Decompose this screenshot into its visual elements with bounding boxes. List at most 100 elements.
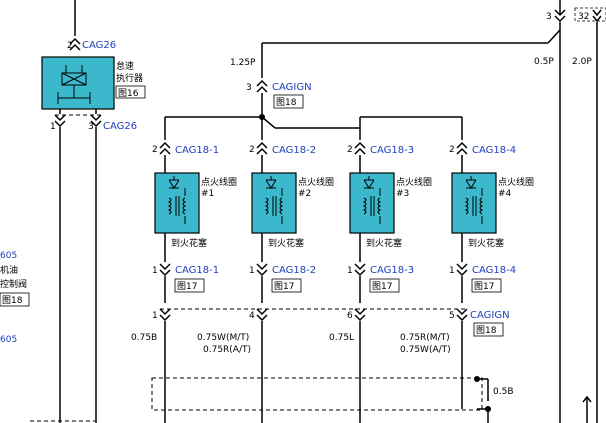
connector-chevron-icon [159, 308, 171, 322]
coil-box [154, 172, 200, 234]
idle-actuator: 2 CAG26 怠速 执行器 图16 1 3 CAG26 [41, 0, 146, 423]
connector-chevron-icon [354, 308, 366, 322]
coil-connector-bottom: CAG18-3 [370, 265, 414, 276]
coil-ref: 图17 [474, 281, 494, 292]
coil-ref: 图17 [372, 281, 392, 292]
coil-connector-top: CAG18-4 [472, 145, 516, 156]
connector-chevron-icon [592, 9, 602, 23]
coil-box [251, 172, 297, 234]
actuator-connector-top: CAG26 [82, 40, 116, 51]
actuator-pin-1: 1 [50, 122, 56, 132]
top-right-pin-3: 3 [546, 12, 552, 22]
coil-pin-top: 2 [347, 145, 353, 155]
coil-label: 点火线圈 [201, 176, 237, 188]
coil-pin-top: 2 [449, 145, 455, 155]
coil-box [451, 172, 497, 234]
dashed-enclosure [151, 377, 483, 411]
lower-connector-name: CAGIGN [470, 310, 510, 321]
spark-plug-label: 到火花塞 [171, 237, 207, 249]
connector-chevron-icon [69, 37, 81, 51]
actuator-ref: 图16 [118, 88, 139, 99]
connector-chevron-icon [456, 263, 468, 277]
connector-chevron-icon [354, 263, 366, 277]
lower-connector-pin: 4 [249, 311, 255, 321]
actuator-label-1: 怠速 [116, 60, 134, 72]
left-partial-section: 605 机油 控制阀 图18 605 [0, 251, 95, 422]
coil-pin-top: 2 [152, 145, 158, 155]
left-label-1: 机油 [0, 264, 18, 276]
wire-label-3: 0.75L [329, 333, 354, 343]
valve-icon [57, 65, 91, 104]
connector-chevron-icon [54, 114, 66, 128]
coil-label: 点火线圈 [498, 176, 534, 188]
coil-winding-icon [264, 176, 284, 224]
coil-number: #2 [298, 189, 311, 199]
coil-pin-bottom: 1 [449, 266, 455, 276]
lower-connector-pin: 1 [152, 311, 158, 321]
left-code-a: 605 [0, 251, 17, 261]
coil-number: #1 [201, 189, 214, 199]
coil-connector-top: CAG18-3 [370, 145, 414, 156]
supply-ref: 图18 [276, 97, 297, 108]
coil-box [349, 172, 395, 234]
wire-label-2b: 0.75R(A/T) [203, 345, 251, 355]
coil-winding-icon [464, 176, 484, 224]
left-ref: 图18 [2, 295, 23, 306]
connector-chevron-icon [554, 9, 566, 23]
supply-pin: 3 [246, 83, 252, 93]
connector-chevron-icon [159, 141, 171, 155]
wire-label-4b: 0.75W(A/T) [400, 345, 451, 355]
wire-label-2a: 0.75W(M/T) [197, 333, 249, 343]
coil-pin-top: 2 [249, 145, 255, 155]
coil-connector-bottom: CAG18-2 [272, 265, 316, 276]
actuator-label-2: 执行器 [116, 72, 143, 84]
lower-connector-pin: 5 [449, 311, 455, 321]
coil-ref: 图17 [274, 281, 294, 292]
connector-chevron-icon [256, 263, 268, 277]
coil-label: 点火线圈 [396, 176, 432, 188]
supply-wire-label: 1.25P [230, 58, 256, 68]
coil-connector-top: CAG18-1 [175, 145, 219, 156]
coil-connector-top: CAG18-2 [272, 145, 316, 156]
connector-chevron-icon [256, 79, 268, 93]
actuator-pin-3: 3 [88, 122, 94, 132]
coil-number: #4 [498, 189, 512, 199]
connector-chevron-icon [256, 308, 268, 322]
wire-label-2-0p: 2.0P [572, 57, 592, 67]
top-right-section: 3 32 0.5P 2.0P [262, 0, 606, 423]
coil-ref: 图17 [177, 281, 197, 292]
wire-label-1: 0.75B [131, 333, 157, 343]
left-label-2: 控制阀 [0, 278, 27, 290]
left-code-b: 605 [0, 335, 17, 345]
wire-label-4a: 0.75R(M/T) [400, 333, 450, 343]
connector-chevron-icon [256, 141, 268, 155]
coil-winding-icon [362, 176, 382, 224]
connector-chevron-icon [354, 141, 366, 155]
wire-label-0-5p: 0.5P [534, 57, 554, 67]
coil-label: 点火线圈 [298, 176, 334, 188]
spark-plug-label: 到火花塞 [468, 237, 504, 249]
connector-chevron-icon [456, 308, 468, 322]
spark-plug-label: 到火花塞 [366, 237, 402, 249]
bottom-dashed-block: 0.5B [151, 376, 514, 423]
connector-chevron-icon [90, 114, 102, 128]
connector-chevron-icon [456, 141, 468, 155]
arrow-up-icon [582, 395, 592, 403]
top-right-pin-32: 32 [578, 12, 589, 22]
actuator-pin-top: 2 [67, 41, 73, 51]
bottom-wire-label: 0.5B [493, 387, 514, 397]
coil-pin-bottom: 1 [347, 266, 353, 276]
coil-pin-bottom: 1 [249, 266, 255, 276]
coil-number: #3 [396, 189, 409, 199]
supply-connector: CAGIGN [272, 82, 312, 93]
actuator-connector-bottom: CAG26 [103, 121, 137, 132]
lower-connector-pin: 6 [347, 311, 353, 321]
coil-winding-icon [167, 176, 187, 224]
